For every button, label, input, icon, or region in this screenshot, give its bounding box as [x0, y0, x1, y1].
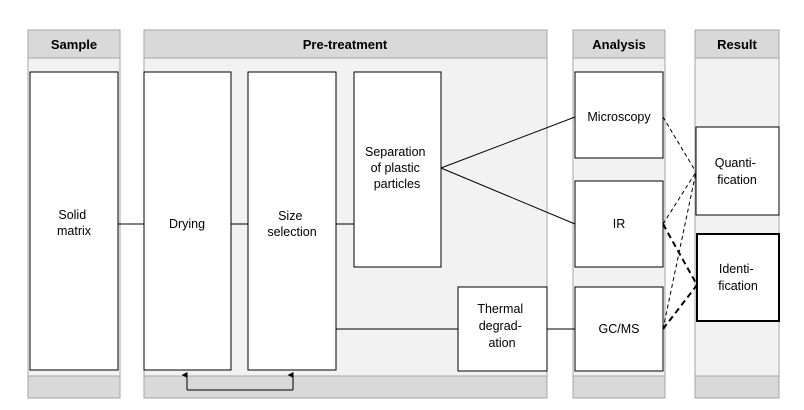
- box-thermal-degradation-label: Thermal degrad- ation: [477, 302, 526, 350]
- pretreatment-column-title: Pre-treatment: [303, 37, 388, 52]
- dash-ir-quant: [662, 171, 697, 225]
- result-connectors: [662, 116, 698, 330]
- box-quantification: Quanti- fication: [695, 126, 780, 216]
- box-separation-label: Separation of plastic particles: [365, 145, 429, 191]
- connector-separation-ir: [440, 167, 576, 225]
- box-identification-label: Identi- fication: [718, 262, 758, 293]
- box-ir-label: IR: [613, 217, 626, 231]
- box-drying-label: Drying: [169, 217, 205, 231]
- result-column: Result: [694, 29, 780, 399]
- box-solid-matrix: Solid matrix: [29, 71, 119, 371]
- box-separation: Separation of plastic particles: [353, 71, 442, 268]
- box-quantification-label: Quanti- fication: [715, 156, 759, 187]
- dash-microscopy-quant: [662, 116, 697, 173]
- box-microscopy: Microscopy: [574, 71, 664, 159]
- dash-gcms-quant: [662, 171, 697, 330]
- dash-ir-ident: [662, 223, 698, 286]
- box-ir: IR: [574, 180, 664, 268]
- box-drying: Drying: [143, 71, 232, 371]
- box-size-selection-label: Size selection: [267, 209, 316, 239]
- box-gcms: GC/MS: [574, 286, 664, 372]
- box-microscopy-label: Microscopy: [587, 110, 651, 124]
- connector-separation-microscopy: [440, 116, 576, 169]
- box-gcms-label: GC/MS: [599, 322, 640, 336]
- box-thermal-degradation: Thermal degrad- ation: [457, 286, 548, 372]
- box-size-selection: Size selection: [247, 71, 337, 371]
- analysis-column-title: Analysis: [592, 37, 645, 52]
- connectors: [118, 116, 576, 391]
- box-solid-matrix-label: Solid matrix: [57, 208, 92, 238]
- result-column-title: Result: [717, 37, 757, 52]
- box-identification: Identi- fication: [696, 233, 780, 322]
- sample-column-title: Sample: [51, 37, 97, 52]
